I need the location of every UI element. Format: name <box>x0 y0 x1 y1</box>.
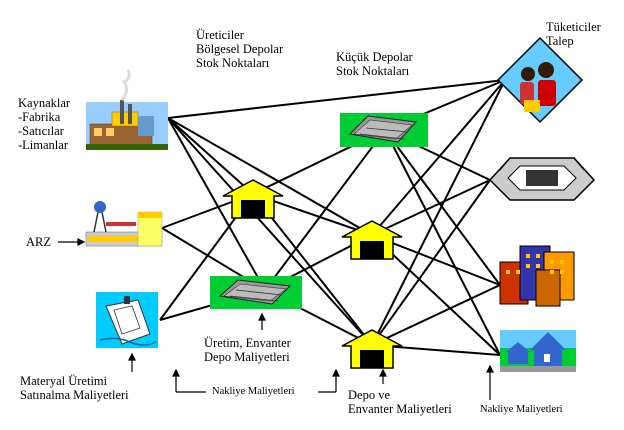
transport-cost-label-1: Nakliye Maliyetleri <box>212 386 295 397</box>
warehouse-icon <box>340 113 428 147</box>
sources-label: Kaynaklar -Fabrika -Satıcılar -Limanlar <box>18 96 71 152</box>
warehouse-icon <box>210 276 302 309</box>
production-cost-label: Üretim, Envanter Depo Maliyetleri <box>204 336 291 364</box>
transport-cost-label-2: Nakliye Maliyetleri <box>480 404 563 415</box>
yellow-depot-icon <box>341 329 403 369</box>
people-icon <box>496 36 584 124</box>
yellow-depot-icon <box>341 220 403 260</box>
factory-icon <box>86 69 168 150</box>
supply-label: ARZ <box>26 235 51 249</box>
water-tower-icon <box>85 201 163 247</box>
annotation-arrows <box>58 238 494 400</box>
producers-label: Üreticiler Bölgesel Depolar Stok Noktala… <box>196 28 284 70</box>
network-links <box>159 79 506 356</box>
material-cost-label: Materyal Üretimi Satınalma Maliyetleri <box>20 374 129 402</box>
consumers-label: Tüketiciler Talep <box>546 20 601 48</box>
houses-icon <box>500 330 576 372</box>
apartments-icon <box>499 245 575 307</box>
yellow-depot-icon <box>222 179 284 219</box>
small-depots-label: Küçük Depolar Stok Noktaları <box>336 50 413 78</box>
depot-cost-label: Depo ve Envanter Maliyetleri <box>348 388 452 416</box>
stadium-icon <box>488 157 596 201</box>
ship-icon <box>96 292 158 348</box>
